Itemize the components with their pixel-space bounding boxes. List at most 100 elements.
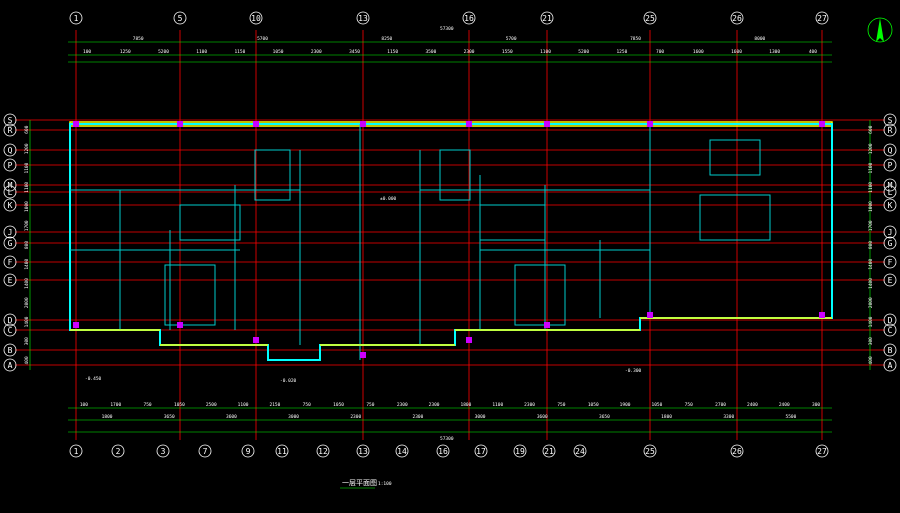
axis-bubble: B — [883, 343, 897, 357]
overall-dimension-bottom: 57300 — [440, 436, 454, 442]
dimension-label: 1600 — [731, 49, 742, 55]
dimension-label: 7850 — [630, 36, 641, 42]
axis-label: 1 — [74, 14, 79, 23]
axis-label: F — [8, 258, 13, 267]
axis-bubble: 26 — [730, 11, 744, 25]
axis-label: 19 — [515, 447, 525, 456]
dimension-label: 800 — [24, 241, 30, 249]
column-marker — [544, 121, 550, 127]
dimension-label: 750 — [366, 402, 374, 408]
axis-bubble: A — [3, 358, 17, 372]
axis-label: P — [8, 161, 13, 170]
level-mark: -0.450 — [85, 376, 102, 382]
dimension-label: 1800 — [102, 414, 113, 420]
axis-label: P — [888, 161, 893, 170]
axis-label: S — [888, 116, 893, 125]
dimension-label: 1200 — [868, 143, 874, 154]
axis-label: 12 — [318, 447, 328, 456]
axis-bubble: M — [3, 178, 17, 192]
dimension-label: 1100 — [24, 162, 30, 173]
dimension-label: 2500 — [206, 402, 217, 408]
axis-label: 25 — [645, 447, 655, 456]
axis-label: F — [888, 258, 893, 267]
dimension-label: 2400 — [779, 402, 790, 408]
level-mark: -0.300 — [625, 368, 642, 374]
axis-label: M — [8, 181, 13, 190]
axis-bubble: R — [883, 123, 897, 137]
axis-label: A — [888, 361, 893, 370]
axis-bubble: 13 — [356, 11, 370, 25]
dimension-label: 1150 — [234, 49, 245, 55]
dimension-label: 1000 — [868, 201, 874, 212]
column-marker — [819, 312, 825, 318]
axis-bubble: 27 — [815, 11, 829, 25]
column-marker — [466, 121, 472, 127]
dimension-label: 1900 — [620, 402, 631, 408]
column-marker — [73, 322, 79, 328]
axis-label: K — [8, 201, 13, 210]
dimension-label: 300 — [812, 402, 820, 408]
axis-label: B — [888, 346, 893, 355]
axis-label: 5 — [178, 14, 183, 23]
axis-bubble: 24 — [573, 444, 587, 458]
axis-bubble: J — [883, 225, 897, 239]
axis-label: 14 — [397, 447, 407, 456]
dimension-label: 400 — [868, 356, 874, 364]
axis-label: J — [888, 228, 893, 237]
dimension-label: 1150 — [387, 49, 398, 55]
axis-label: E — [888, 276, 893, 285]
axis-grid — [15, 30, 885, 440]
dimension-label: 2300 — [350, 414, 361, 420]
axis-bubble: P — [883, 158, 897, 172]
dimension-label: 1700 — [868, 220, 874, 231]
axis-bubble: 19 — [513, 444, 527, 458]
axis-label: B — [8, 346, 13, 355]
column-marker — [360, 121, 366, 127]
dimension-label: 3500 — [425, 49, 436, 55]
axis-bubble: A — [883, 358, 897, 372]
dimension-label: 400 — [24, 356, 30, 364]
axis-bubble: 2 — [111, 444, 125, 458]
axis-bubble: M — [883, 178, 897, 192]
axis-bubble: 16 — [436, 444, 450, 458]
dimension-label: 5200 — [158, 49, 169, 55]
axis-bubble: K — [3, 198, 17, 212]
axis-label: M — [888, 181, 893, 190]
building-walls — [69, 121, 833, 361]
dimension-label: 3600 — [226, 414, 237, 420]
axis-bubble: J — [3, 225, 17, 239]
dimension-label: 1400 — [868, 278, 874, 289]
axis-bubble: R — [3, 123, 17, 137]
axis-bubble: S — [3, 113, 17, 127]
dimension-label: 7850 — [133, 36, 144, 42]
axis-label: 2 — [116, 447, 121, 456]
axis-bubble: 17 — [474, 444, 488, 458]
dimension-label: 1400 — [868, 259, 874, 270]
dimension-label: 1800 — [460, 402, 471, 408]
axis-label: R — [888, 126, 893, 135]
axis-label: C — [888, 326, 893, 335]
dimension-label: 3000 — [475, 414, 486, 420]
dimension-label: 1300 — [769, 49, 780, 55]
axis-label: E — [8, 276, 13, 285]
axis-label: 17 — [476, 447, 486, 456]
axis-label: 24 — [575, 447, 585, 456]
dimension-label: 1250 — [120, 49, 131, 55]
dimension-label: 8000 — [754, 36, 765, 42]
axis-label: D — [888, 316, 893, 325]
column-marker — [73, 121, 79, 127]
axis-label: G — [888, 239, 893, 248]
level-marks: -0.450 ±0.000 -0.300 -0.020 — [85, 196, 642, 384]
axis-bubble: 21 — [542, 444, 556, 458]
dimension-label: 1100 — [540, 49, 551, 55]
dimension-label: 5500 — [785, 414, 796, 420]
level-mark: ±0.000 — [380, 196, 397, 202]
axis-label: 27 — [817, 14, 827, 23]
axis-bubble: 25 — [643, 11, 657, 25]
axis-bubble: Q — [883, 143, 897, 157]
dimension-label: 600 — [868, 125, 874, 133]
axis-label: 9 — [246, 447, 251, 456]
axis-label: D — [8, 316, 13, 325]
